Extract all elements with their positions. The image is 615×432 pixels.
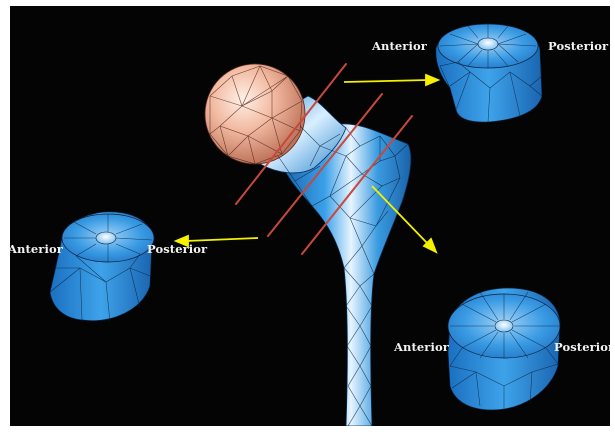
section-block-top-right [436, 24, 542, 122]
label-anterior-left: Anterior [10, 242, 63, 256]
label-posterior-top-right: Posterior [548, 39, 608, 53]
label-anterior-bottom-right: Anterior [394, 340, 449, 354]
femur-section-diagram: Anterior Posterior Anterior Posterior An… [10, 6, 610, 426]
section-block-left [50, 212, 154, 322]
diagram-canvas [10, 6, 610, 426]
label-anterior-top-right: Anterior [372, 39, 427, 53]
label-posterior-bottom-right: Posterior [554, 340, 610, 354]
label-posterior-left: Posterior [147, 242, 207, 256]
section-block-bottom-right [448, 288, 560, 410]
arrow-to-top-right [344, 75, 438, 85]
